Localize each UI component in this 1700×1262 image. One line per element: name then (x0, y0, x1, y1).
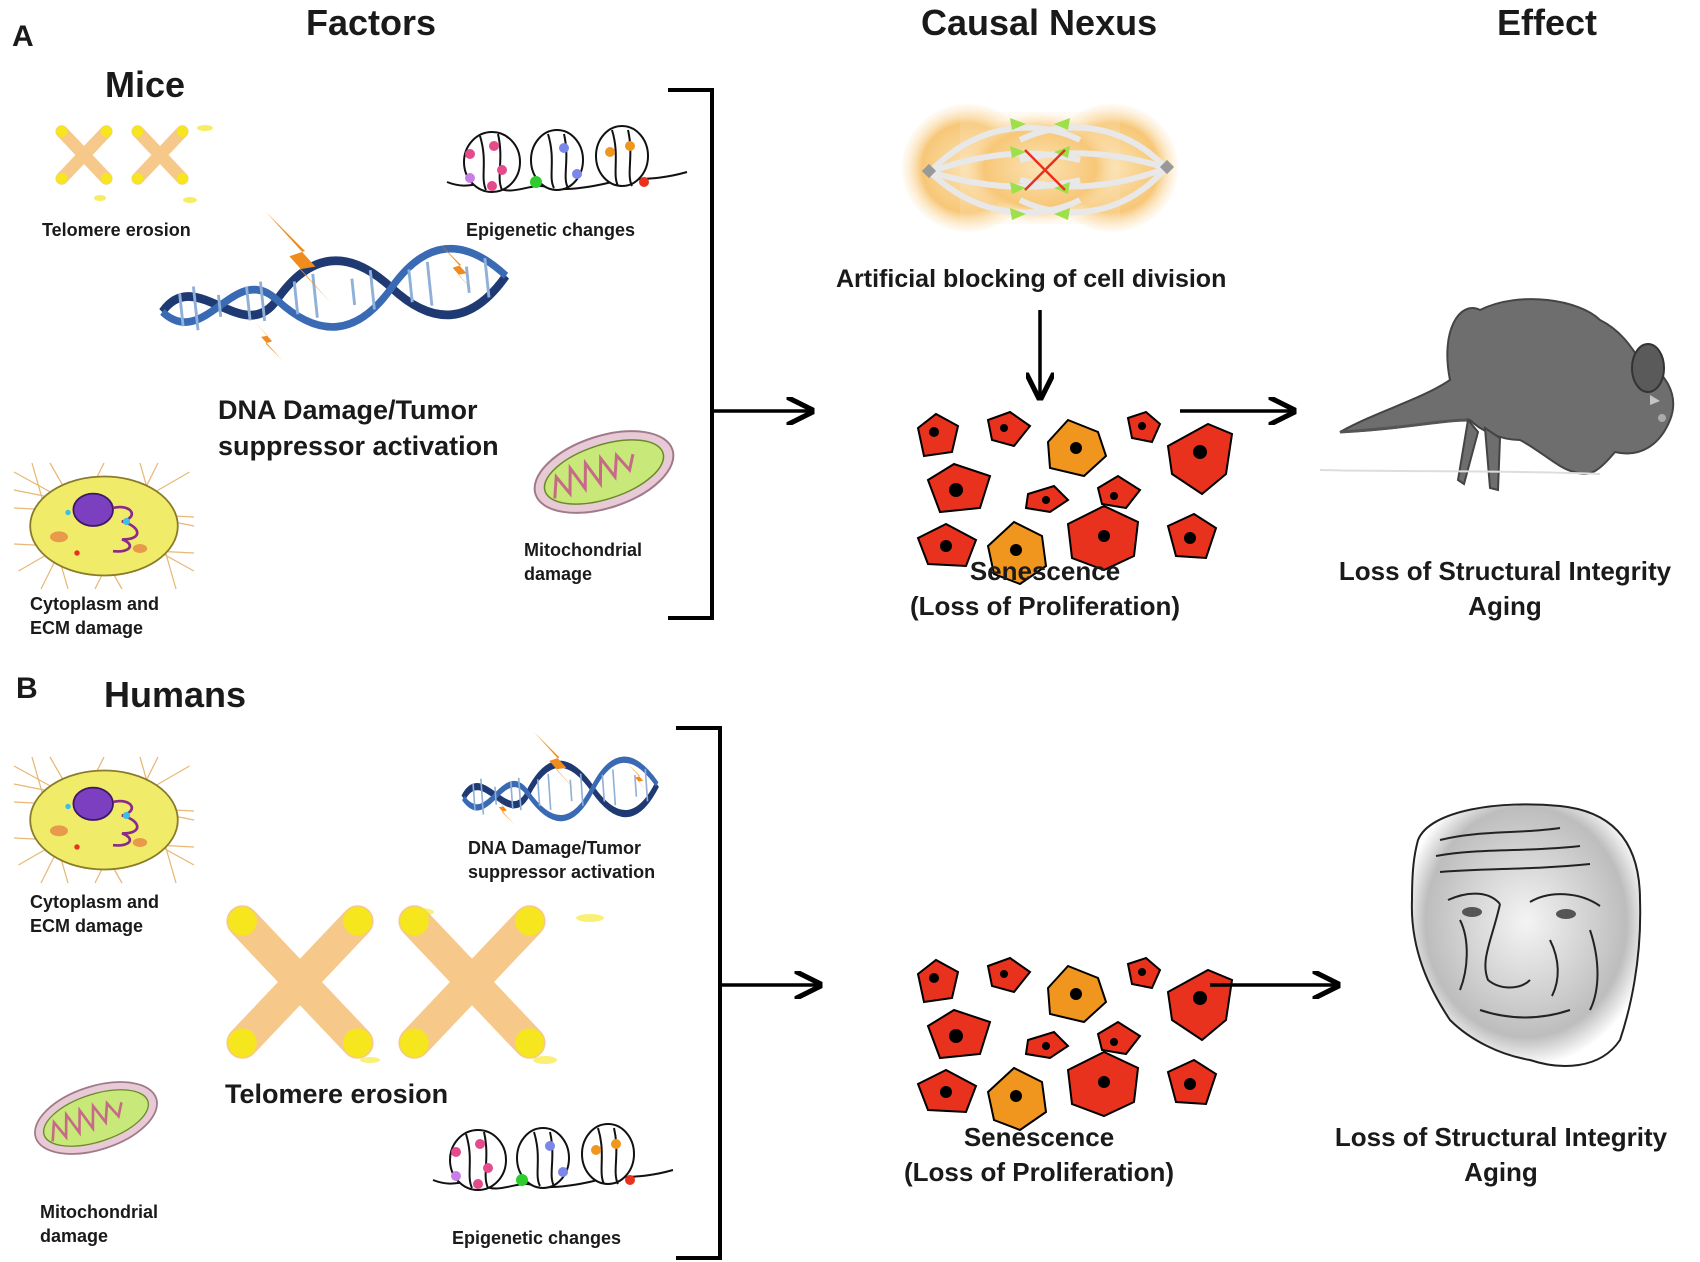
header-causal-nexus: Causal Nexus (921, 2, 1158, 43)
label-effect-b-line2: Aging (1464, 1157, 1538, 1187)
label-senescence-a-line1: Senescence (969, 556, 1121, 586)
label-cytoplasm-a-line2: ECM damage (30, 618, 144, 638)
panel-letter-b: B (16, 672, 38, 705)
label-mitochondrial-a-line1: Mitochondrial (524, 540, 642, 560)
dna-helix-icon (159, 243, 510, 345)
label-effect-b: Loss of Structural Integrity Aging (1306, 1120, 1696, 1190)
elderly-face-icon (1410, 803, 1642, 1067)
label-effect-b-line1: Loss of Structural Integrity (1334, 1122, 1668, 1152)
label-senescence-a-line2: (Loss of Proliferation) (909, 591, 1181, 621)
label-cytoplasm-a-line1: Cytoplasm and (30, 594, 160, 614)
mouse-icon (1319, 298, 1675, 492)
label-senescence-a: Senescence (Loss of Proliferation) (880, 554, 1210, 624)
mitochondrion-icon (522, 414, 686, 530)
label-dna-damage-b: DNA Damage/Tumor suppressor activation (468, 836, 655, 884)
dividing-cell-icon (902, 104, 1178, 232)
header-effect: Effect (1497, 2, 1598, 43)
label-cytoplasm-b-line2: ECM damage (30, 916, 144, 936)
senescent-cells-icon (917, 957, 1233, 1131)
panel-letter-a: A (12, 20, 34, 53)
label-cytoplasm-b-line1: Cytoplasm and (30, 892, 160, 912)
label-mitochondrial-b-line2: damage (40, 1226, 109, 1246)
chromosome-icon (228, 907, 604, 1064)
label-artificial-blocking: Artificial blocking of cell division (836, 265, 1227, 293)
cell-icon (12, 461, 196, 591)
label-effect-a-line2: Aging (1468, 591, 1542, 621)
cell-icon (12, 755, 196, 885)
header-factors: Factors (306, 2, 437, 43)
label-senescence-b-line1: Senescence (963, 1122, 1115, 1152)
mitochondrion-icon (24, 1066, 168, 1170)
label-epigenetic-changes-a: Epigenetic changes (466, 220, 636, 240)
label-mitochondrial-b-line1: Mitochondrial (40, 1202, 158, 1222)
label-effect-a-line1: Loss of Structural Integrity (1338, 556, 1672, 586)
label-cytoplasm-a: Cytoplasm and ECM damage (30, 592, 159, 640)
label-senescence-b-line2: (Loss of Proliferation) (903, 1157, 1175, 1187)
label-dna-damage-a: DNA Damage/Tumor suppressor activation (218, 392, 499, 464)
bracket-b (676, 726, 722, 1260)
label-mitochondrial-a: Mitochondrial damage (524, 538, 642, 586)
label-dna-damage-b-line1: DNA Damage/Tumor (468, 838, 642, 858)
label-effect-a: Loss of Structural Integrity Aging (1310, 554, 1700, 624)
label-cytoplasm-b: Cytoplasm and ECM damage (30, 890, 159, 938)
nucleosome-icon (432, 1123, 674, 1191)
label-dna-damage-b-line2: suppressor activation (468, 862, 656, 882)
species-label-mice: Mice (105, 64, 186, 105)
label-mitochondrial-b: Mitochondrial damage (40, 1200, 158, 1248)
label-epigenetic-changes-b: Epigenetic changes (452, 1228, 622, 1248)
label-dna-damage-a-line1: DNA Damage/Tumor (218, 395, 478, 425)
species-label-humans: Humans (104, 674, 247, 715)
nucleosome-icon (446, 125, 688, 193)
bracket-a (668, 88, 714, 620)
label-senescence-b: Senescence (Loss of Proliferation) (874, 1120, 1204, 1190)
chromosome-icon (56, 125, 213, 203)
label-mitochondrial-a-line2: damage (524, 564, 593, 584)
label-telomere-erosion-a: Telomere erosion (42, 220, 191, 240)
label-telomere-erosion-b: Telomere erosion (225, 1079, 449, 1109)
label-dna-damage-a-line2: suppressor activation (218, 431, 499, 461)
